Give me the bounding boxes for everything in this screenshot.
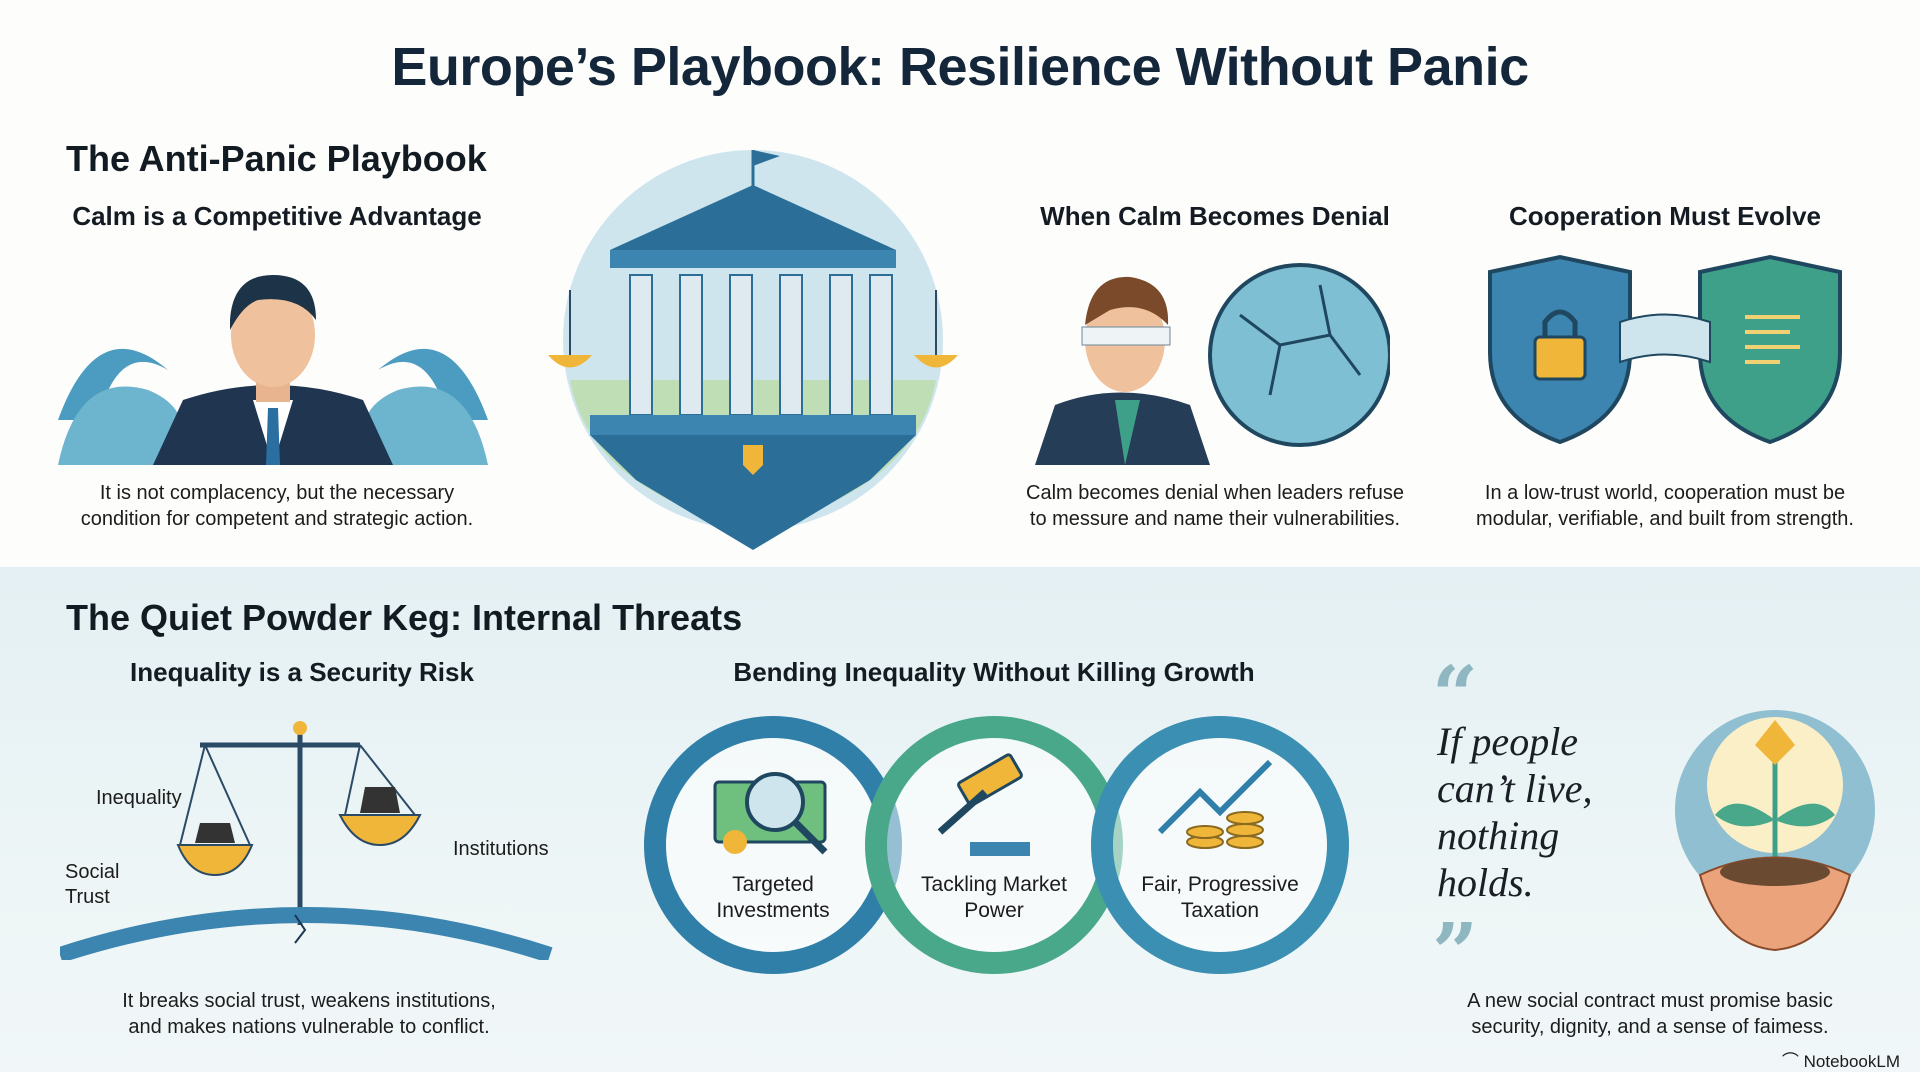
notebooklm-brand: ⌒ NotebookLM [1781,1052,1900,1071]
caption-cooperation-evolve: In a low-trust world, cooperation must b… [1476,482,1854,530]
linked-shields-icon [1488,254,1842,445]
page-title: Europe’s Playbook: Resilience Without Pa… [391,37,1529,97]
ring-targeted-investments [644,716,902,974]
heading-cooperation-evolve: Cooperation Must Evolve [1508,201,1822,231]
heading-bending-inequality: Bending Inequality Without Killing Growt… [733,657,1255,687]
section-heading-powder-keg: The Quiet Powder Keg: Internal Threats [66,597,743,638]
notebooklm-logo-icon: ⌒ [1781,1052,1804,1071]
open-quote-mark: “ [1432,648,1479,742]
heading-inequality-risk: Inequality is a Security Risk [130,657,474,687]
close-quote-mark: ” [1432,905,1479,999]
caption-social-contract: A new social contract must promise basic… [1467,990,1833,1038]
label-institutions: Institutions [453,838,549,860]
caption-calm-advantage: It is not complacency, but the necessary… [80,482,474,530]
eu-temple-scales-icon [548,150,958,550]
caption-inequality-risk: It breaks social trust, weakens institut… [122,990,496,1038]
section-heading-anti-panic: The Anti-Panic Playbook [66,138,487,179]
blindfolded-man-cracked-globe-icon [1035,263,1390,465]
label-inequality: Inequality [96,787,182,809]
hands-holding-sprout-icon [1675,710,1875,952]
calm-businessman-waves-icon [58,275,488,465]
heading-calm-denial: When Calm Becomes Denial [1040,201,1390,231]
broken-scale-bridge-icon [60,721,553,960]
heading-calm-advantage: Calm is a Competitive Advantage [72,201,482,231]
bending-rings-icon [644,716,1349,974]
